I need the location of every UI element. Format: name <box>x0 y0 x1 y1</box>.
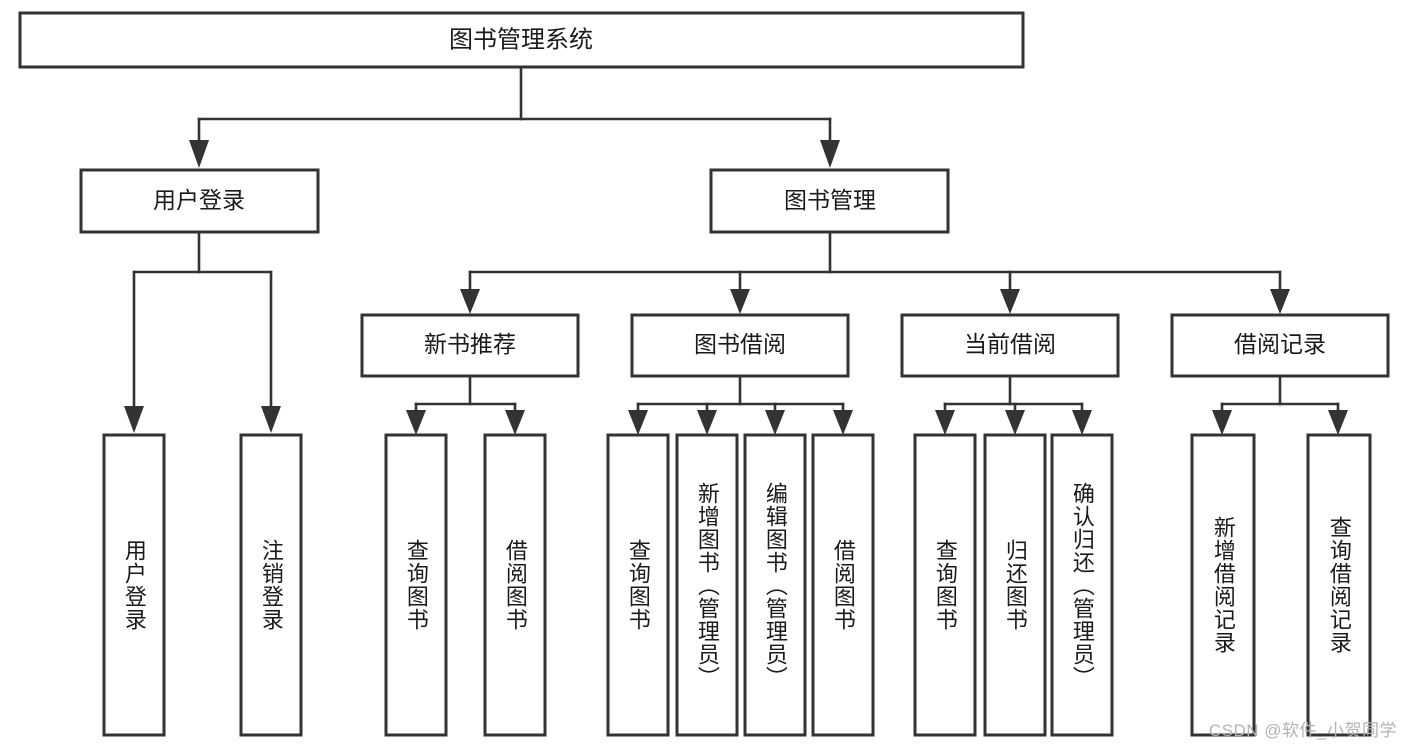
arrowhead-new-book-recommend <box>460 289 480 314</box>
leaf-book-borrow-borrow-book[interactable] <box>811 433 875 737</box>
node-borrow-record[interactable] <box>1170 313 1390 378</box>
arrowhead-nbr-query-book <box>406 410 426 435</box>
arrowhead-user-login <box>189 140 209 168</box>
node-current-borrow-label: 当前借阅 <box>964 331 1056 357</box>
leaf-borrow-record-add-record[interactable] <box>1190 433 1256 737</box>
leaf-book-borrow-add-book[interactable] <box>675 433 739 737</box>
leaf-current-borrow-query-book[interactable] <box>913 433 977 737</box>
connector-group-new-book-recommend <box>406 374 525 435</box>
leaf-new-book-recommend-query-book[interactable] <box>384 433 448 737</box>
arrowhead-nbr-borrow-book <box>505 410 525 435</box>
node-new-book-recommend[interactable] <box>360 313 580 378</box>
connector-group-book-borrow <box>628 374 853 435</box>
node-root-book-management-system[interactable] <box>18 11 1025 69</box>
arrowhead-cb-confirm-return <box>1072 410 1092 435</box>
arrowhead-br-add-record <box>1212 410 1232 435</box>
connector-group-borrow-record <box>1212 374 1348 435</box>
connector-group-book-mgmt <box>460 230 1290 314</box>
leaf-book-borrow-query-book[interactable] <box>606 433 670 737</box>
arrowhead-br-query-record <box>1328 410 1348 435</box>
leaf-new-book-recommend-borrow-book[interactable] <box>483 433 547 737</box>
arrowhead-cb-return-book <box>1005 410 1025 435</box>
node-current-borrow[interactable] <box>900 313 1120 378</box>
node-book-borrow-label: 图书借阅 <box>694 331 786 357</box>
leaf-user-login-login[interactable] <box>102 433 166 737</box>
arrowhead-book-mgmt <box>820 140 840 168</box>
leaf-borrow-record-query-record[interactable] <box>1306 433 1372 737</box>
arrowhead-leaf-user-login <box>124 406 144 433</box>
arrowhead-current-borrow <box>1000 289 1020 314</box>
node-user-login[interactable] <box>79 168 320 234</box>
node-root-label: 图书管理系统 <box>449 26 593 53</box>
node-borrow-record-label: 借阅记录 <box>1234 331 1326 357</box>
node-book-borrow[interactable] <box>630 313 850 378</box>
leaf-current-borrow-confirm-return[interactable] <box>1050 433 1114 737</box>
node-new-book-recommend-label: 新书推荐 <box>424 331 516 357</box>
arrowhead-bb-borrow-book <box>833 410 853 435</box>
arrowhead-bb-query-book <box>628 410 648 435</box>
node-book-management-label: 图书管理 <box>784 187 876 213</box>
leaf-book-borrow-edit-book[interactable] <box>743 433 807 737</box>
arrowhead-bb-edit-book <box>765 410 785 435</box>
arrowhead-borrow-record <box>1270 289 1290 314</box>
node-user-login-label: 用户登录 <box>153 187 245 213</box>
connector-group-user-login <box>124 230 281 433</box>
arrowhead-cb-query-book <box>935 410 955 435</box>
arrowhead-leaf-logout <box>261 406 281 433</box>
node-book-management[interactable] <box>709 168 950 234</box>
connector-group-current-borrow <box>935 374 1092 435</box>
arrowhead-book-borrow <box>730 289 750 314</box>
arrowhead-bb-add-book <box>697 410 717 435</box>
leaf-user-login-logout[interactable] <box>239 433 303 737</box>
connector-group-root <box>189 65 840 168</box>
leaf-current-borrow-return-book[interactable] <box>983 433 1047 737</box>
